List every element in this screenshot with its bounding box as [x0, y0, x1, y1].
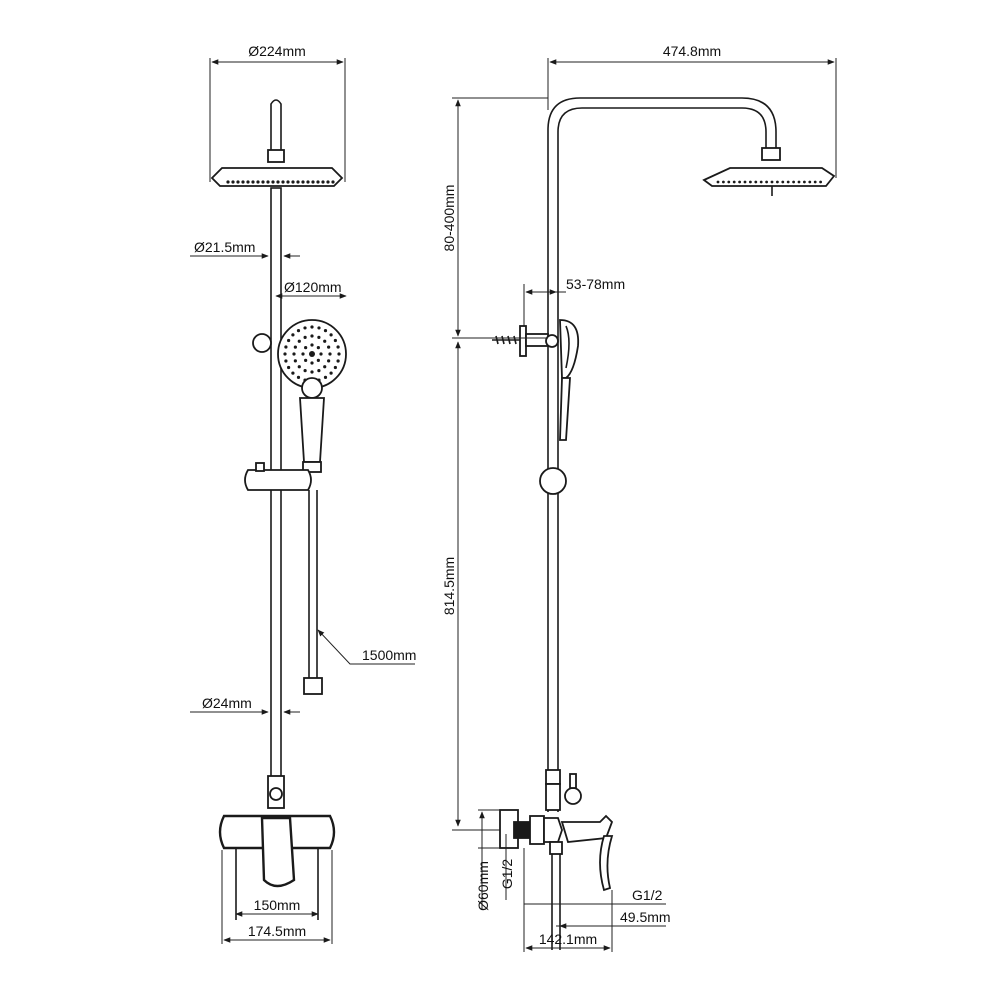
front-mixer	[218, 814, 336, 920]
bracket-range-dimension: 53-78mm	[523, 276, 625, 330]
pipe-top-diameter-dimension: Ø21.5mm	[190, 239, 300, 259]
arm-reach-dimension: 474.8mm	[547, 43, 837, 178]
side-mixer	[499, 809, 614, 950]
offset-total-label: 142.1mm	[539, 931, 597, 947]
flange-diameter-label: Ø60mm	[475, 861, 491, 911]
front-hand-shower	[277, 319, 347, 473]
inlet-thread-right-label: G1/2	[632, 887, 663, 903]
hand-shower-diameter-label: Ø120mm	[284, 279, 342, 295]
offset-small-label: 49.5mm	[620, 909, 671, 925]
side-riser-and-arm	[547, 97, 777, 812]
arm-reach-label: 474.8mm	[663, 43, 721, 59]
pipe-height-dimension: 814.5mm	[441, 337, 548, 831]
side-hand-shower	[559, 319, 580, 441]
pipe-bottom-diameter-dimension: Ø24mm	[190, 695, 300, 715]
front-slide-holder	[244, 462, 312, 491]
side-diverter	[545, 769, 582, 811]
bracket-range-label: 53-78mm	[566, 276, 625, 292]
front-hose	[303, 490, 323, 695]
front-rain-shower-head	[210, 167, 344, 187]
mixer-width-dimensions: 150mm 174.5mm	[221, 850, 333, 944]
hose-length-leader: 1500mm	[317, 629, 416, 665]
hand-shower-diameter-dimension: Ø120mm	[275, 279, 347, 299]
side-view: 474.8mm 80-400mm 53-78mm	[441, 43, 837, 952]
side-slide-holder	[539, 467, 567, 495]
side-wall-bracket	[492, 325, 559, 357]
offset-dimensions: G1/2 49.5mm 142.1mm	[523, 848, 671, 952]
head-diameter-label: Ø224mm	[248, 43, 306, 59]
mixer-outer-width-label: 174.5mm	[248, 923, 306, 939]
front-bracket-knob	[252, 333, 272, 353]
head-diameter-dimension: Ø224mm	[209, 43, 346, 182]
front-view: Ø224mm Ø21.5mm Ø120mm	[190, 43, 416, 944]
pipe-bottom-diameter-label: Ø24mm	[202, 695, 252, 711]
mixer-inner-width-label: 150mm	[254, 897, 301, 913]
height-adjust-label: 80-400mm	[441, 185, 457, 252]
pipe-top-diameter-label: Ø21.5mm	[194, 239, 255, 255]
pipe-height-label: 814.5mm	[441, 557, 457, 615]
front-head-connector	[267, 149, 285, 163]
height-adjust-dimension: 80-400mm	[441, 97, 548, 337]
side-head-connector	[761, 147, 781, 161]
front-top-pipe	[270, 99, 282, 158]
side-rain-shower-head	[702, 167, 836, 196]
inlet-thread-left-label: G1/2	[499, 859, 515, 890]
flange-dimensions: Ø60mm G1/2	[475, 809, 515, 911]
front-diverter	[267, 775, 285, 809]
hose-length-label: 1500mm	[362, 647, 416, 663]
